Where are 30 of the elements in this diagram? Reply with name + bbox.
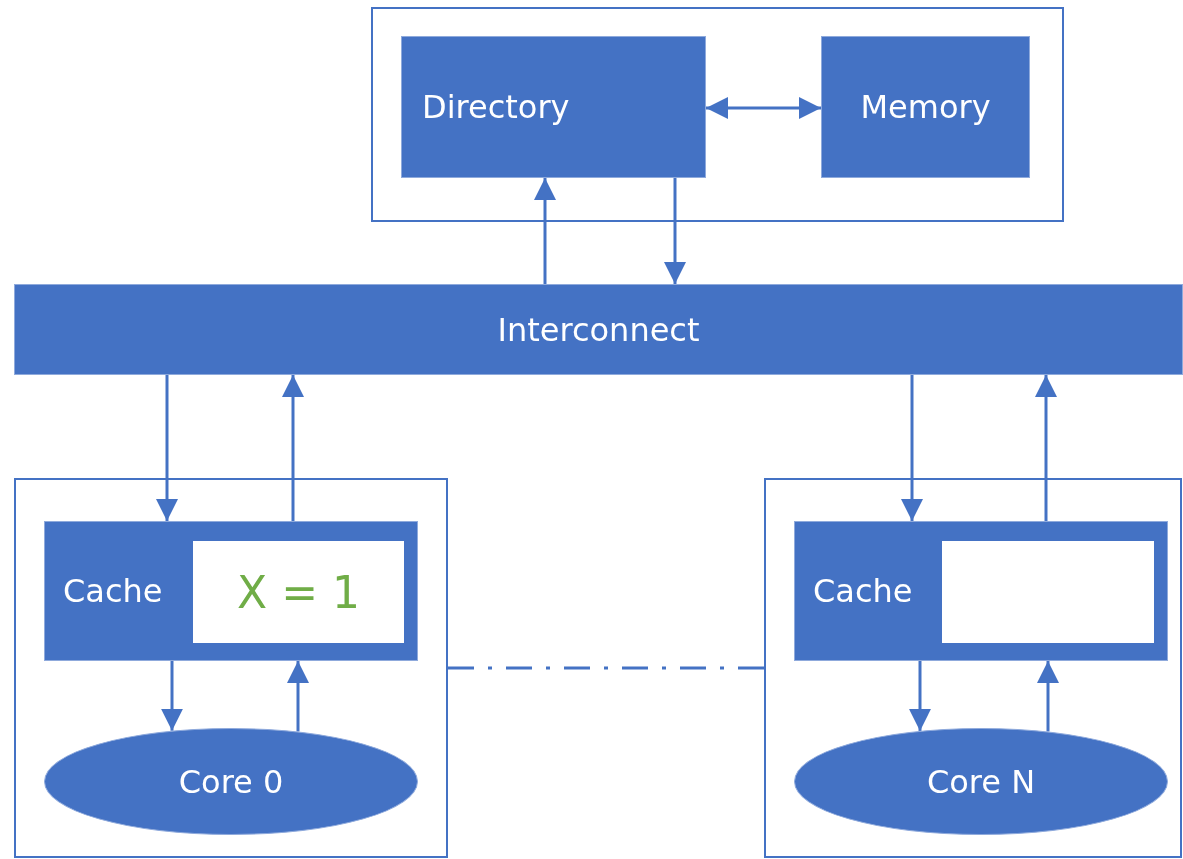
arrow — [706, 97, 821, 119]
arrow — [1035, 375, 1057, 521]
arrow — [287, 661, 309, 732]
arrow — [1037, 661, 1059, 732]
arrow — [534, 178, 556, 284]
box-label: X = 1 — [237, 566, 360, 618]
arrow — [282, 375, 304, 521]
cache-box — [794, 521, 1168, 661]
arrow — [161, 661, 183, 731]
value-box — [193, 541, 404, 643]
directory-box — [401, 36, 706, 178]
arrow — [909, 661, 931, 731]
box-label: Cache — [813, 572, 913, 610]
box-label: Interconnect — [497, 310, 700, 349]
memory-box — [821, 36, 1030, 178]
box-label: Memory — [860, 88, 991, 126]
box-label: Cache — [63, 572, 163, 610]
arrow — [156, 375, 178, 521]
box-label: Core 0 — [178, 762, 284, 801]
arrow — [664, 178, 686, 284]
value-box — [942, 541, 1154, 643]
arrow — [901, 375, 923, 521]
core-frame — [14, 478, 448, 858]
dash-dot-line — [448, 666, 764, 670]
interconnect-bar — [14, 284, 1183, 375]
cache-box — [44, 521, 418, 661]
box-label: Core N — [926, 762, 1036, 801]
box-label: Directory — [422, 88, 570, 126]
core-frame — [764, 478, 1182, 858]
module-frame — [371, 7, 1064, 222]
